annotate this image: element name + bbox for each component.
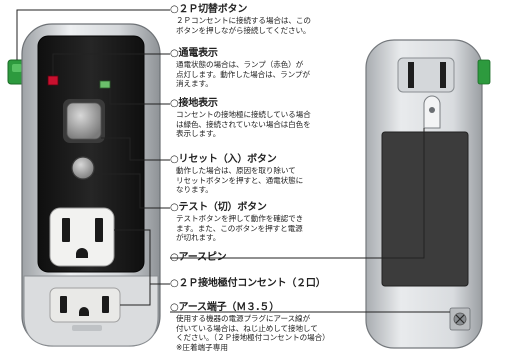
callout-ground-pin: ○アースピン <box>170 252 380 264</box>
callout-ground-indicator: ○接地表示 コンセントの接地極に接続している場合 は緑色、接続されていない場合は… <box>170 98 380 139</box>
callout-2p-switch: ○２Ｐ切替ボタン ２Ｐコンセントに接続する場合は、この ボタンを押しながら接続し… <box>170 4 380 35</box>
callout-desc: ２Ｐコンセントに接続する場合は、この ボタンを押しながら接続してください。 <box>176 16 311 35</box>
test-button <box>71 156 95 180</box>
callout-note: ※圧着端子専用 <box>176 342 228 352</box>
callout-desc: 通電状態の場合は、ランプ（赤色）が 点灯します。動作した場合は、ランプが 消えま… <box>176 60 310 89</box>
reset-button <box>66 102 102 140</box>
callout-title: ○アース端子（Ｍ３.５） <box>170 302 280 313</box>
front-device <box>7 23 161 347</box>
callout-title: ○接地表示 <box>170 98 218 109</box>
callout-title: ○アースピン <box>170 252 227 263</box>
leader-lines <box>16 9 450 313</box>
callout-title: ○リセット（入）ボタン <box>170 154 277 165</box>
callout-test-button: ○テスト（切）ボタン テストボタンを押して動作を確認でき ます。また、このボタン… <box>170 202 380 243</box>
back-device <box>365 39 491 349</box>
callout-title: ○２Ｐ切替ボタン <box>170 4 248 15</box>
callout-desc: 動作した場合は、原因を取り除いて リセットボタンを押すと、通電状態に なります。 <box>176 166 304 195</box>
callout-title: ○２Ｐ接地極付コンセント（２口） <box>170 278 326 289</box>
callout-reset-button: ○リセット（入）ボタン 動作した場合は、原因を取り除いて リセットボタンを押すと… <box>170 154 380 195</box>
callout-title: ○テスト（切）ボタン <box>170 202 267 213</box>
callout-desc: テストボタンを押して動作を確認でき ます。また、このボタンを押すと電源 が切れま… <box>176 214 304 243</box>
callout-power-indicator: ○通電表示 通電状態の場合は、ランプ（赤色）が 点灯します。動作した場合は、ラン… <box>170 48 380 89</box>
back-label <box>381 131 469 287</box>
back-green-button <box>477 59 491 85</box>
power-lamp <box>47 75 59 86</box>
callout-ground-terminal: ○アース端子（Ｍ３.５） 使用する機器の電源プラグにアース線が 付いている場合は… <box>170 302 380 352</box>
ground-lamp <box>99 80 111 89</box>
callout-desc: 使用する機器の電源プラグにアース線が 付いている場合は、ねじ止めして接地して く… <box>176 314 330 343</box>
callout-outlet: ○２Ｐ接地極付コンセント（２口） <box>170 278 380 290</box>
callout-desc: コンセントの接地極に接続している場合 は緑色、接続されていない場合は白色を 表示… <box>176 110 311 139</box>
callout-title: ○通電表示 <box>170 48 218 59</box>
